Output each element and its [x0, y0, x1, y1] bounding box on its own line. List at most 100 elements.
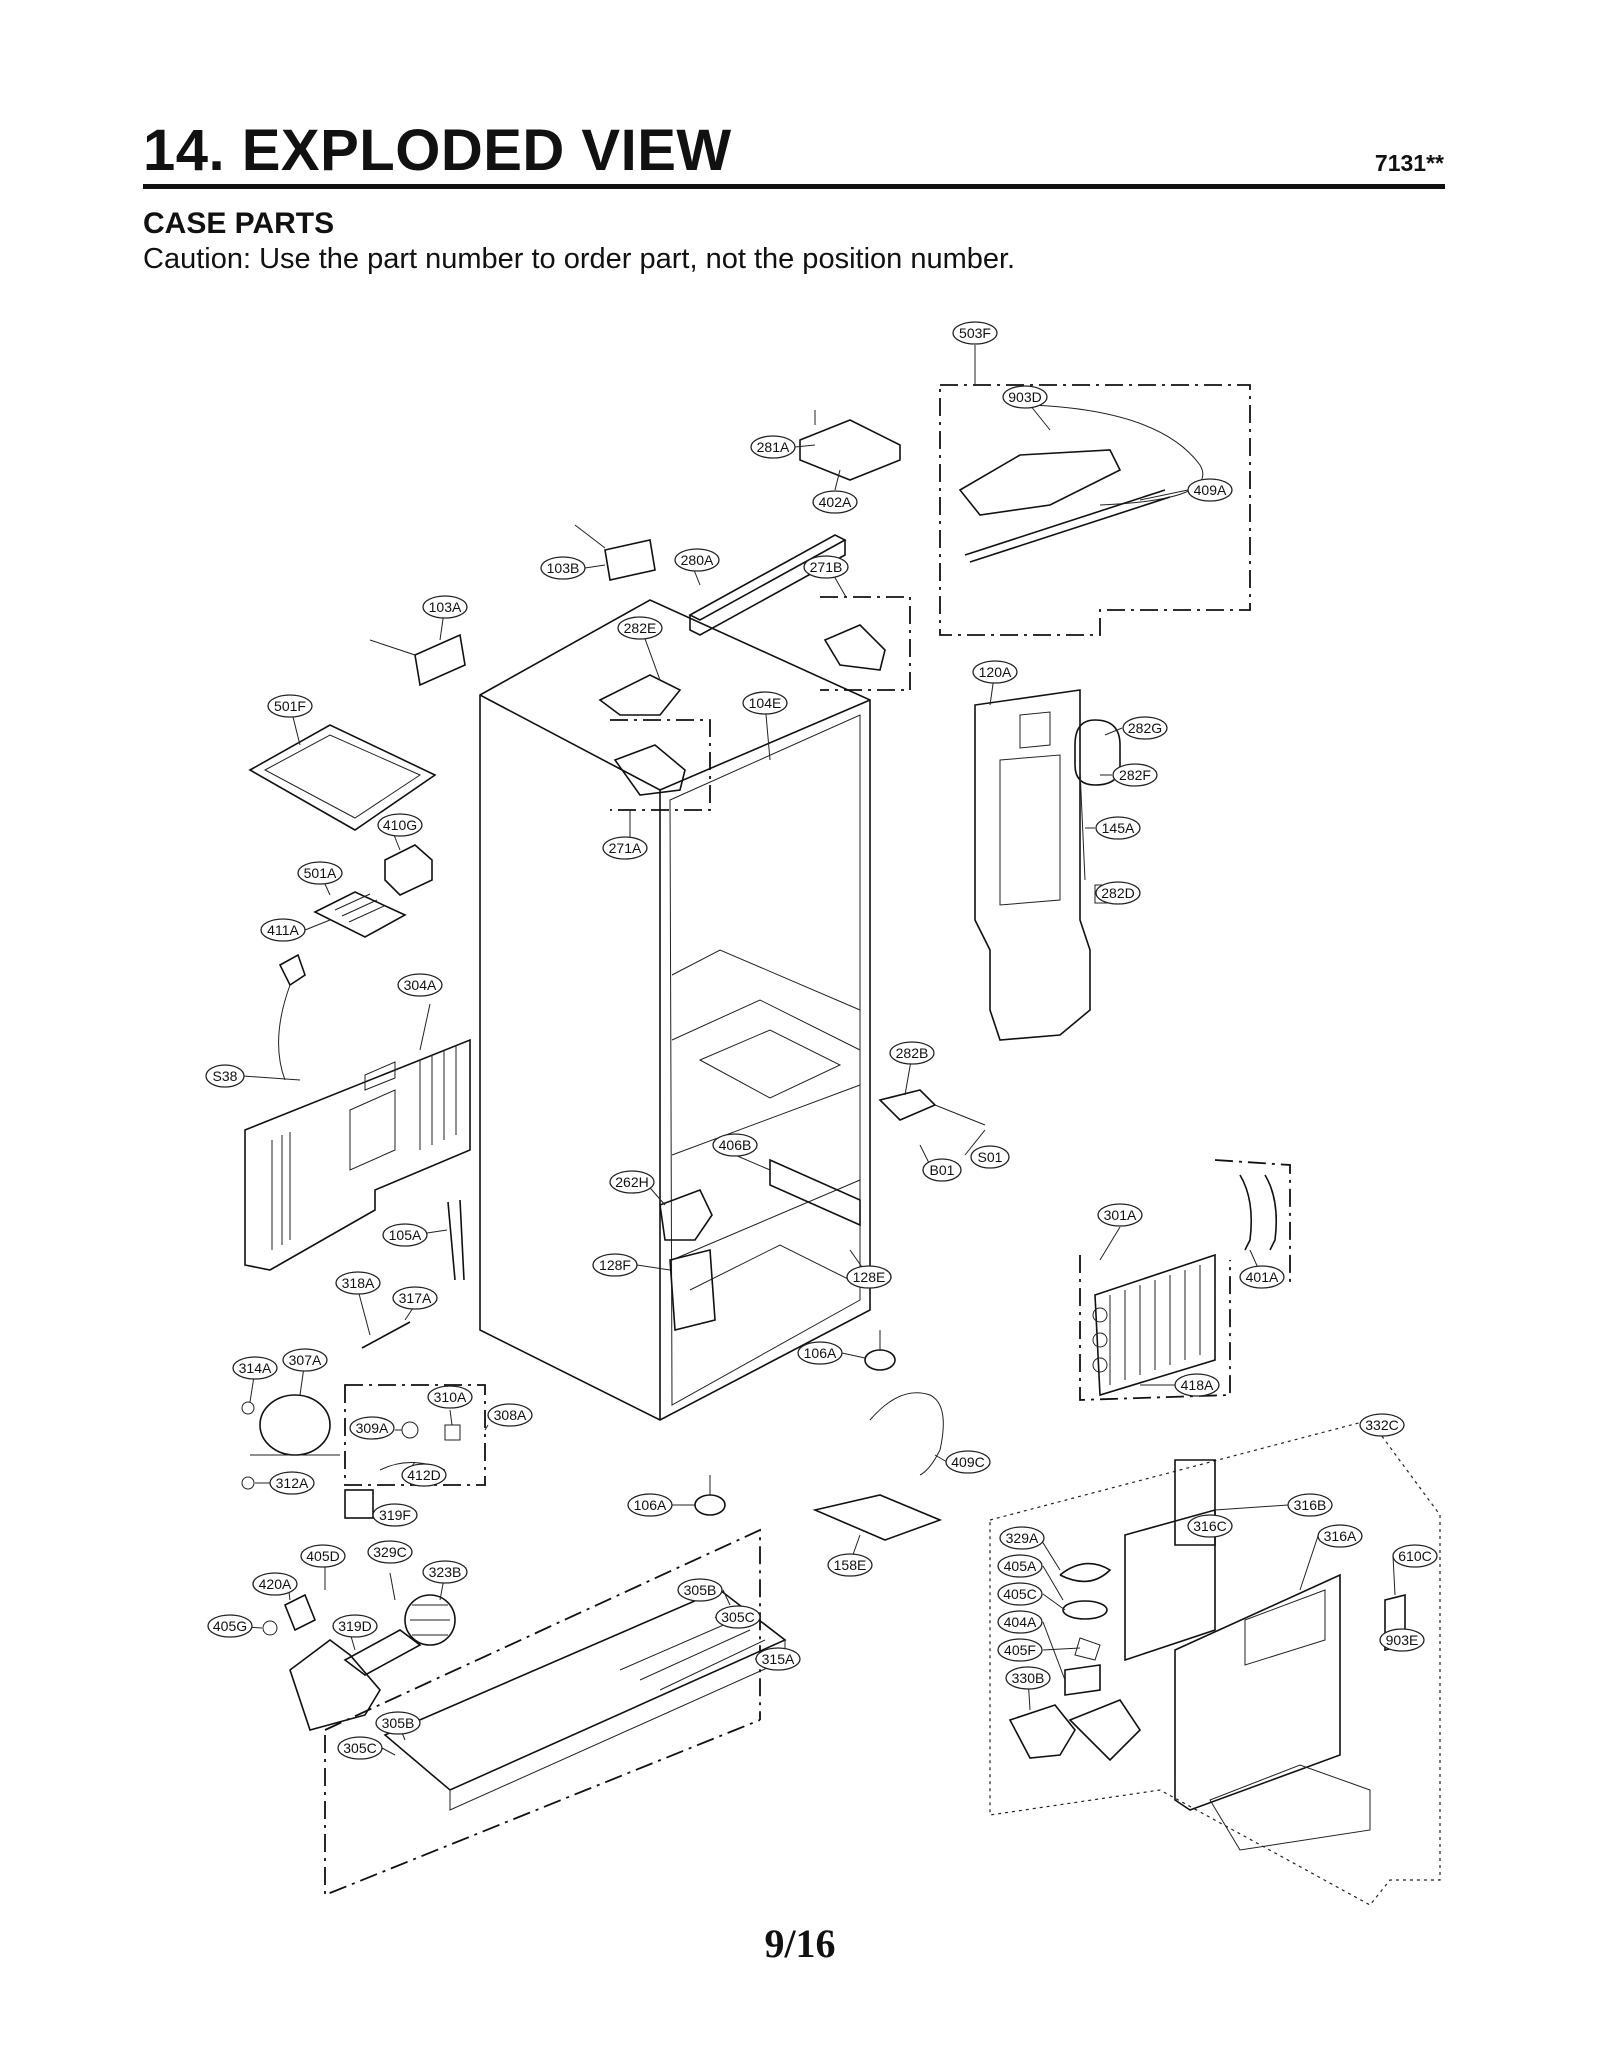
label-420A: 420A: [252, 1572, 298, 1596]
svg-text:310A: 310A: [434, 1389, 467, 1405]
svg-text:104E: 104E: [749, 695, 782, 711]
label-319D: 319D: [332, 1614, 378, 1638]
label-406B: 406B: [712, 1133, 758, 1157]
svg-text:158E: 158E: [834, 1557, 867, 1573]
label-329A: 329A: [999, 1526, 1045, 1550]
svg-text:281A: 281A: [757, 439, 790, 455]
label-271B: 271B: [803, 555, 849, 579]
svg-text:128F: 128F: [599, 1257, 631, 1273]
label-411A: 411A: [260, 918, 306, 942]
svg-text:316C: 316C: [1193, 1518, 1226, 1534]
label-158E: 158E: [827, 1553, 873, 1577]
condenser-323B: [404, 1594, 456, 1646]
label-304A: 304A: [397, 973, 443, 997]
svg-text:262H: 262H: [615, 1174, 648, 1190]
label-501A: 501A: [297, 861, 343, 885]
svg-text:405D: 405D: [306, 1548, 339, 1564]
grille-158E: [812, 1494, 943, 1541]
label-103B: 103B: [540, 556, 586, 580]
label-409A: 409A: [1187, 478, 1233, 502]
label-501F: 501F: [267, 694, 313, 718]
label-405A: 405A: [997, 1554, 1043, 1578]
svg-text:271B: 271B: [810, 559, 843, 575]
label-305B-bottom: 305B: [375, 1711, 421, 1735]
svg-text:312A: 312A: [276, 1475, 309, 1491]
svg-text:323B: 323B: [429, 1564, 462, 1580]
label-308A: 308A: [487, 1403, 533, 1427]
label-412D: 412D: [401, 1463, 447, 1487]
page-title: 14. EXPLODED VIEW: [143, 118, 732, 183]
svg-text:103B: 103B: [547, 560, 580, 576]
fan-bracket-319D: [289, 1629, 422, 1731]
label-105A: 105A: [382, 1223, 428, 1247]
top-cover-group: [939, 384, 1251, 636]
svg-text:282D: 282D: [1101, 885, 1134, 901]
svg-text:903D: 903D: [1008, 389, 1041, 405]
label-280A: 280A: [674, 548, 720, 572]
pcb-501A: [313, 891, 407, 938]
orifice-318A: [361, 1321, 411, 1349]
svg-text:128E: 128E: [853, 1269, 886, 1285]
label-402A: 402A: [812, 490, 858, 514]
svg-text:316B: 316B: [1294, 1497, 1327, 1513]
svg-text:145A: 145A: [1102, 820, 1135, 836]
label-305C-top: 305C: [715, 1605, 761, 1629]
svg-text:412D: 412D: [407, 1467, 440, 1483]
svg-text:304A: 304A: [404, 977, 437, 993]
svg-text:105A: 105A: [389, 1227, 422, 1243]
svg-text:418A: 418A: [1181, 1377, 1214, 1393]
label-281A: 281A: [750, 435, 796, 459]
cabinet-case: [479, 599, 871, 1421]
svg-text:315A: 315A: [762, 1651, 795, 1667]
leveling-leg-top: [864, 1330, 896, 1371]
part-128F: [669, 1248, 716, 1332]
svg-text:329C: 329C: [373, 1544, 406, 1560]
label-128E: 128E: [846, 1265, 892, 1289]
label-314A: 314A: [232, 1356, 278, 1380]
label-282F: 282F: [1112, 763, 1158, 787]
label-262H: 262H: [609, 1170, 655, 1194]
caution-note: Caution: Use the part number to order pa…: [143, 243, 1016, 275]
svg-text:406B: 406B: [719, 1137, 752, 1153]
part-319F: [344, 1489, 374, 1519]
label-503F: 503F: [952, 321, 998, 345]
label-307A: 307A: [282, 1348, 328, 1372]
relay-410G: [384, 844, 433, 896]
label-S38: S38: [205, 1064, 245, 1088]
hinge-bracket-282B: [878, 1089, 986, 1126]
svg-text:S01: S01: [978, 1149, 1003, 1165]
svg-text:309A: 309A: [356, 1420, 389, 1436]
power-cord-411A: [278, 953, 306, 1081]
label-B01: B01: [922, 1158, 962, 1182]
svg-text:305C: 305C: [343, 1740, 376, 1756]
part-262H: [659, 1188, 713, 1241]
label-282D: 282D: [1095, 881, 1141, 905]
rail-406B: [769, 1158, 861, 1227]
svg-text:405F: 405F: [1004, 1642, 1036, 1658]
svg-text:316A: 316A: [1324, 1528, 1357, 1544]
label-316A: 316A: [1317, 1524, 1363, 1548]
label-145A: 145A: [1095, 816, 1141, 840]
svg-text:409A: 409A: [1194, 482, 1227, 498]
label-418A: 418A: [1174, 1373, 1220, 1397]
fan-motor-420A: [262, 1593, 317, 1636]
svg-text:405G: 405G: [213, 1618, 247, 1634]
svg-text:329A: 329A: [1006, 1530, 1039, 1546]
hinge-271A: [598, 674, 711, 811]
svg-text:332C: 332C: [1365, 1417, 1398, 1433]
drain-tube-105A: [447, 1199, 465, 1281]
svg-text:903E: 903E: [1386, 1632, 1419, 1648]
rear-cover-304A: [244, 1038, 471, 1271]
label-282B: 282B: [889, 1041, 935, 1065]
svg-text:106A: 106A: [804, 1345, 837, 1361]
svg-text:B01: B01: [930, 1162, 955, 1178]
label-315A: 315A: [755, 1647, 801, 1671]
svg-text:401A: 401A: [1246, 1269, 1279, 1285]
label-318A: 318A: [335, 1271, 381, 1295]
svg-text:317A: 317A: [399, 1290, 432, 1306]
svg-text:405C: 405C: [1003, 1586, 1036, 1602]
svg-text:106A: 106A: [634, 1497, 667, 1513]
freezer-fan-group: [989, 1419, 1441, 1906]
model-number: 7131**: [1374, 150, 1444, 176]
svg-text:282G: 282G: [1128, 720, 1162, 736]
